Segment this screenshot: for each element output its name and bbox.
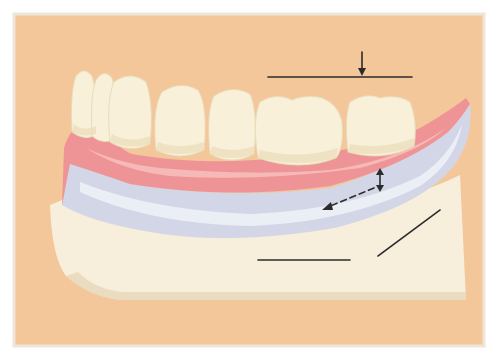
diagram-canvas — [0, 0, 498, 360]
dental-diagram — [0, 0, 498, 360]
